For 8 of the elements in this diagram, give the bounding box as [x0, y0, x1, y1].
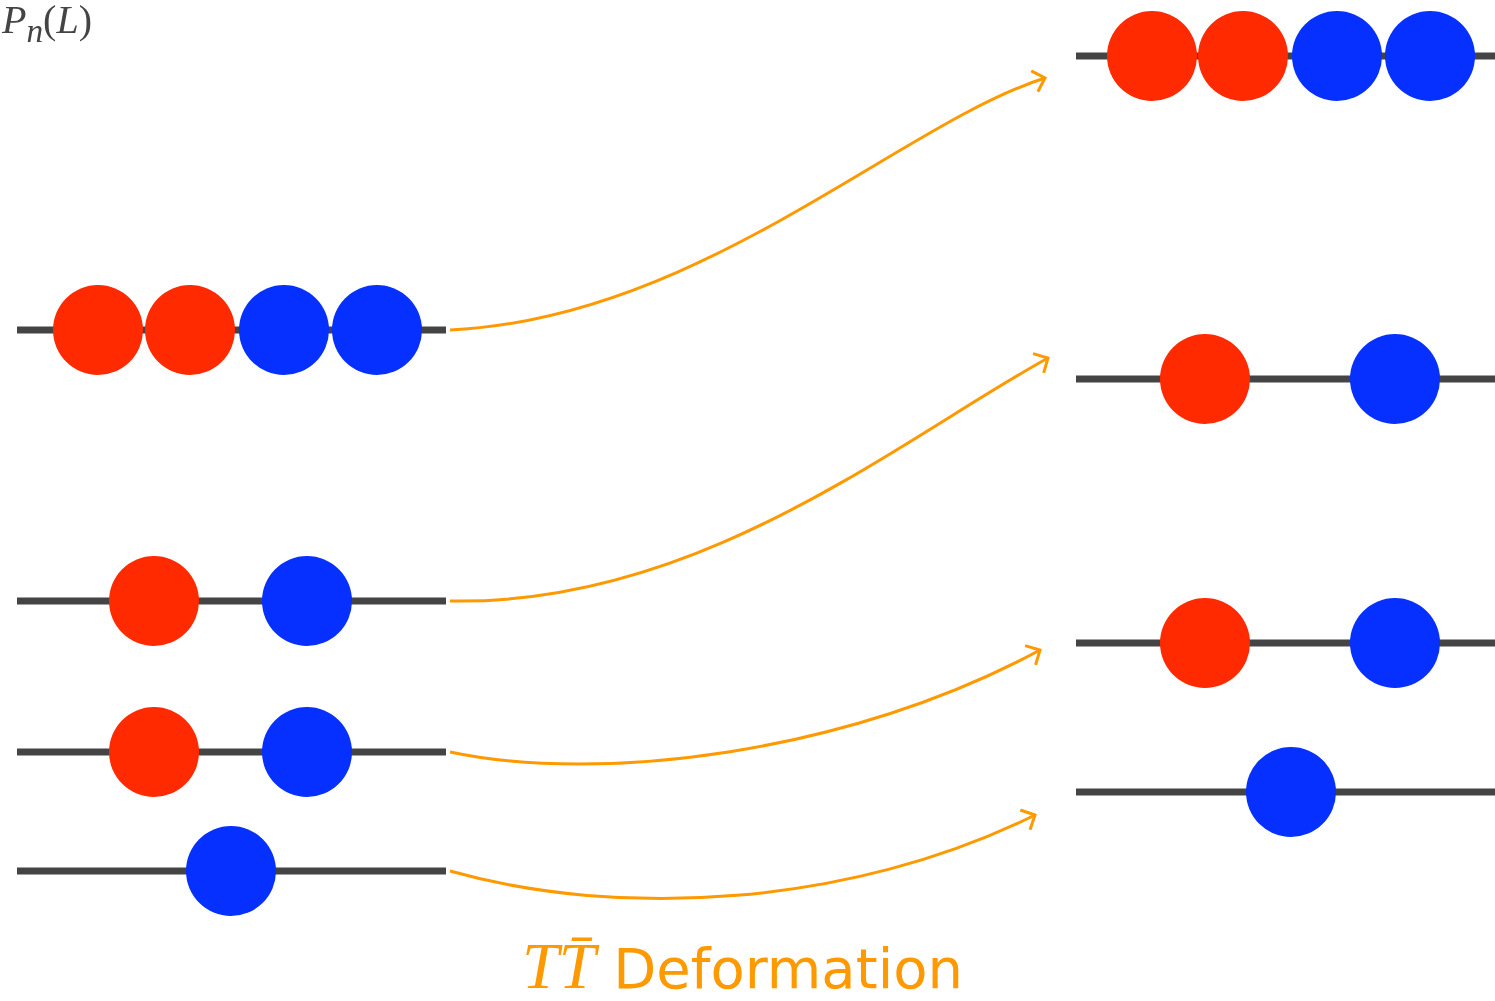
arrow: [449, 352, 1050, 603]
arrow: [449, 70, 1047, 332]
particle-chain-drawing: [17, 284, 446, 376]
arrow: [449, 643, 1042, 766]
caption-label: TT̄ Deformation: [522, 928, 963, 1001]
particle-chain-drawing: [1076, 10, 1495, 102]
formula-label: P$_{n}$(L): [2, 0, 92, 50]
arrow: [449, 808, 1037, 900]
